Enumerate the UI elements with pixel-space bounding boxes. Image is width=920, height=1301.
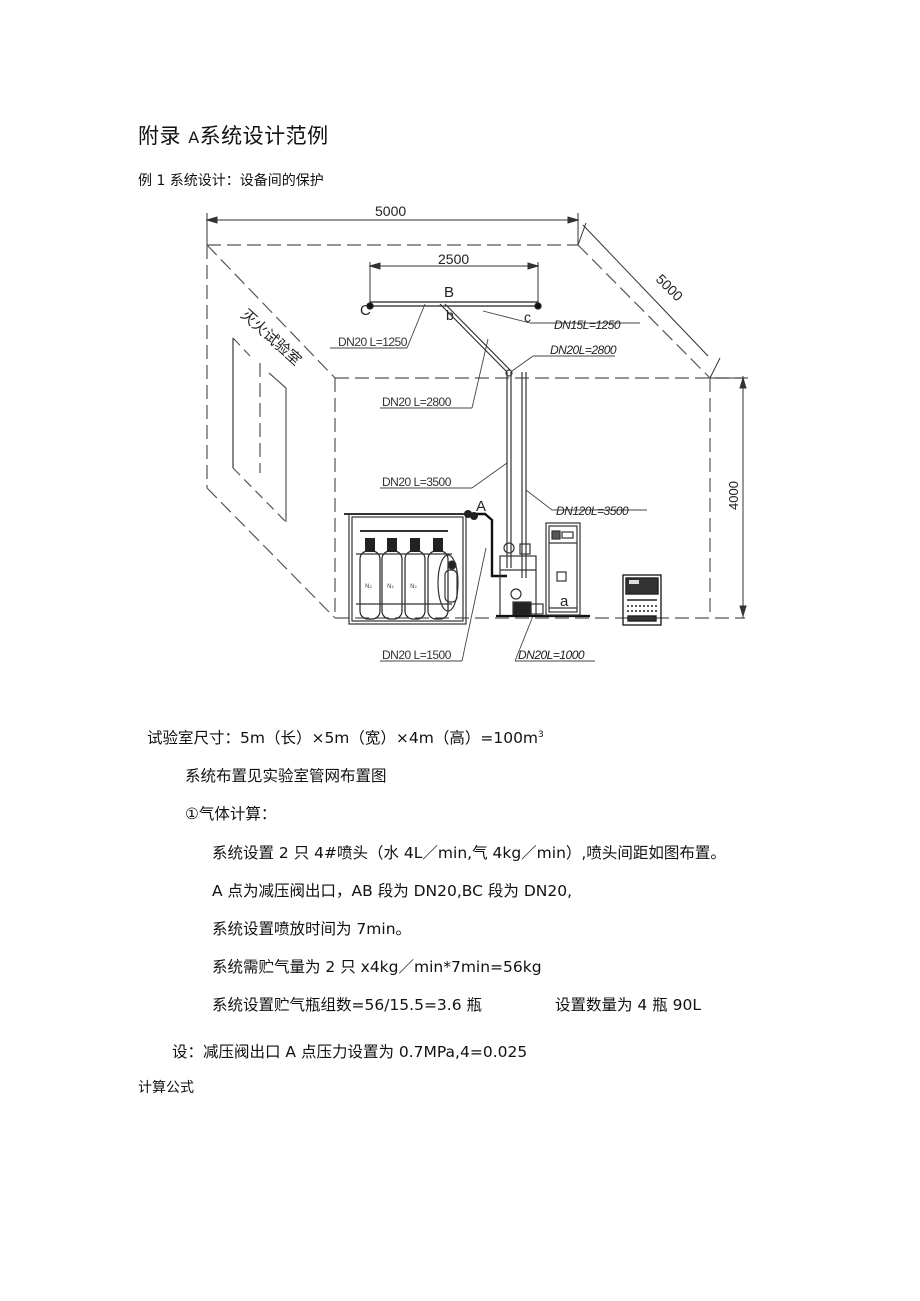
point-c-label: c: [524, 309, 531, 325]
control-cabinet: [545, 522, 581, 616]
example-subtitle: 例 1 系统设计：设备间的保护: [138, 173, 324, 189]
point-C-label: C: [360, 302, 371, 319]
cylinder-label-2: N₂: [387, 583, 394, 590]
point-B-label: B: [444, 284, 454, 301]
title-letter: A: [188, 128, 200, 147]
pipe-label-bottom-right: DN20L=1000: [518, 648, 585, 662]
pipe-label-diag-left: DN20 L=2800: [382, 395, 452, 409]
room-size-sup: 3: [538, 729, 544, 740]
dim-nozzle-spacing: 2500: [438, 251, 469, 267]
pipe-label-vert-right: DN120L=3500: [556, 504, 629, 518]
room-label: 灭火试验室: [237, 306, 304, 369]
nozzle-description: 系统设置 2 只 4#喷头（水 4L／min,气 4kg／min）,喷头间距如图…: [212, 844, 726, 862]
pipe-label-bottom-left: DN20 L=1500: [382, 648, 452, 662]
gas-storage-calc: 系统需贮气量为 2 只 x4kg／min*7min=56kg: [212, 958, 542, 976]
cylinder-label-3: N₂: [410, 583, 417, 590]
gas-calc-heading: ①气体计算：: [185, 805, 277, 823]
dim-width-top: 5000: [375, 203, 406, 219]
pipe-label-diag-right: DN20L=2800: [550, 343, 617, 357]
pipe-label-vert-left: DN20 L=3500: [382, 475, 452, 489]
title-suffix: 系统设计范例: [199, 124, 329, 148]
formula-heading: 计算公式: [138, 1080, 194, 1096]
point-a-description: A 点为减压阀出口，AB 段为 DN20,BC 段为 DN20,: [212, 882, 573, 900]
cylinder-setting: 设置数量为 4 瓶 90L: [555, 996, 702, 1014]
pipe-label-cb: DN20 L=1250: [338, 335, 408, 349]
dim-height-right: 4000: [726, 481, 741, 510]
point-a-label: a: [560, 593, 569, 610]
point-A-label: A: [476, 498, 486, 515]
room-size-text: 试验室尺寸：5m（长）×5m（宽）×4m（高）=100m: [147, 729, 539, 747]
valve-station: [496, 542, 590, 618]
piping-layout-diagram: 5000 5000 4000 2500: [200, 198, 760, 678]
discharge-time: 系统设置喷放时间为 7min。: [212, 920, 412, 938]
room-size-line: 试验室尺寸：5m（长）×5m（宽）×4m（高）=100m3: [147, 726, 544, 748]
title-prefix: 附录: [138, 124, 181, 148]
alarm-control-panel: [622, 574, 662, 626]
layout-reference: 系统布置见实验室管网布置图: [185, 767, 387, 785]
pressure-assumption: 设：减压阀出口 A 点压力设置为 0.7MPa,4=0.025: [172, 1043, 528, 1061]
cylinder-rack: [344, 513, 470, 625]
dim-depth-right: 5000: [653, 271, 686, 304]
page-title: 附录 A系统设计范例: [138, 120, 329, 150]
cylinder-count-calc: 系统设置贮气瓶组数=56/15.5=3.6 瓶: [212, 996, 483, 1014]
cylinder-label-1: N₂: [365, 583, 372, 590]
pipe-label-bc: DN15L=1250: [554, 318, 621, 332]
